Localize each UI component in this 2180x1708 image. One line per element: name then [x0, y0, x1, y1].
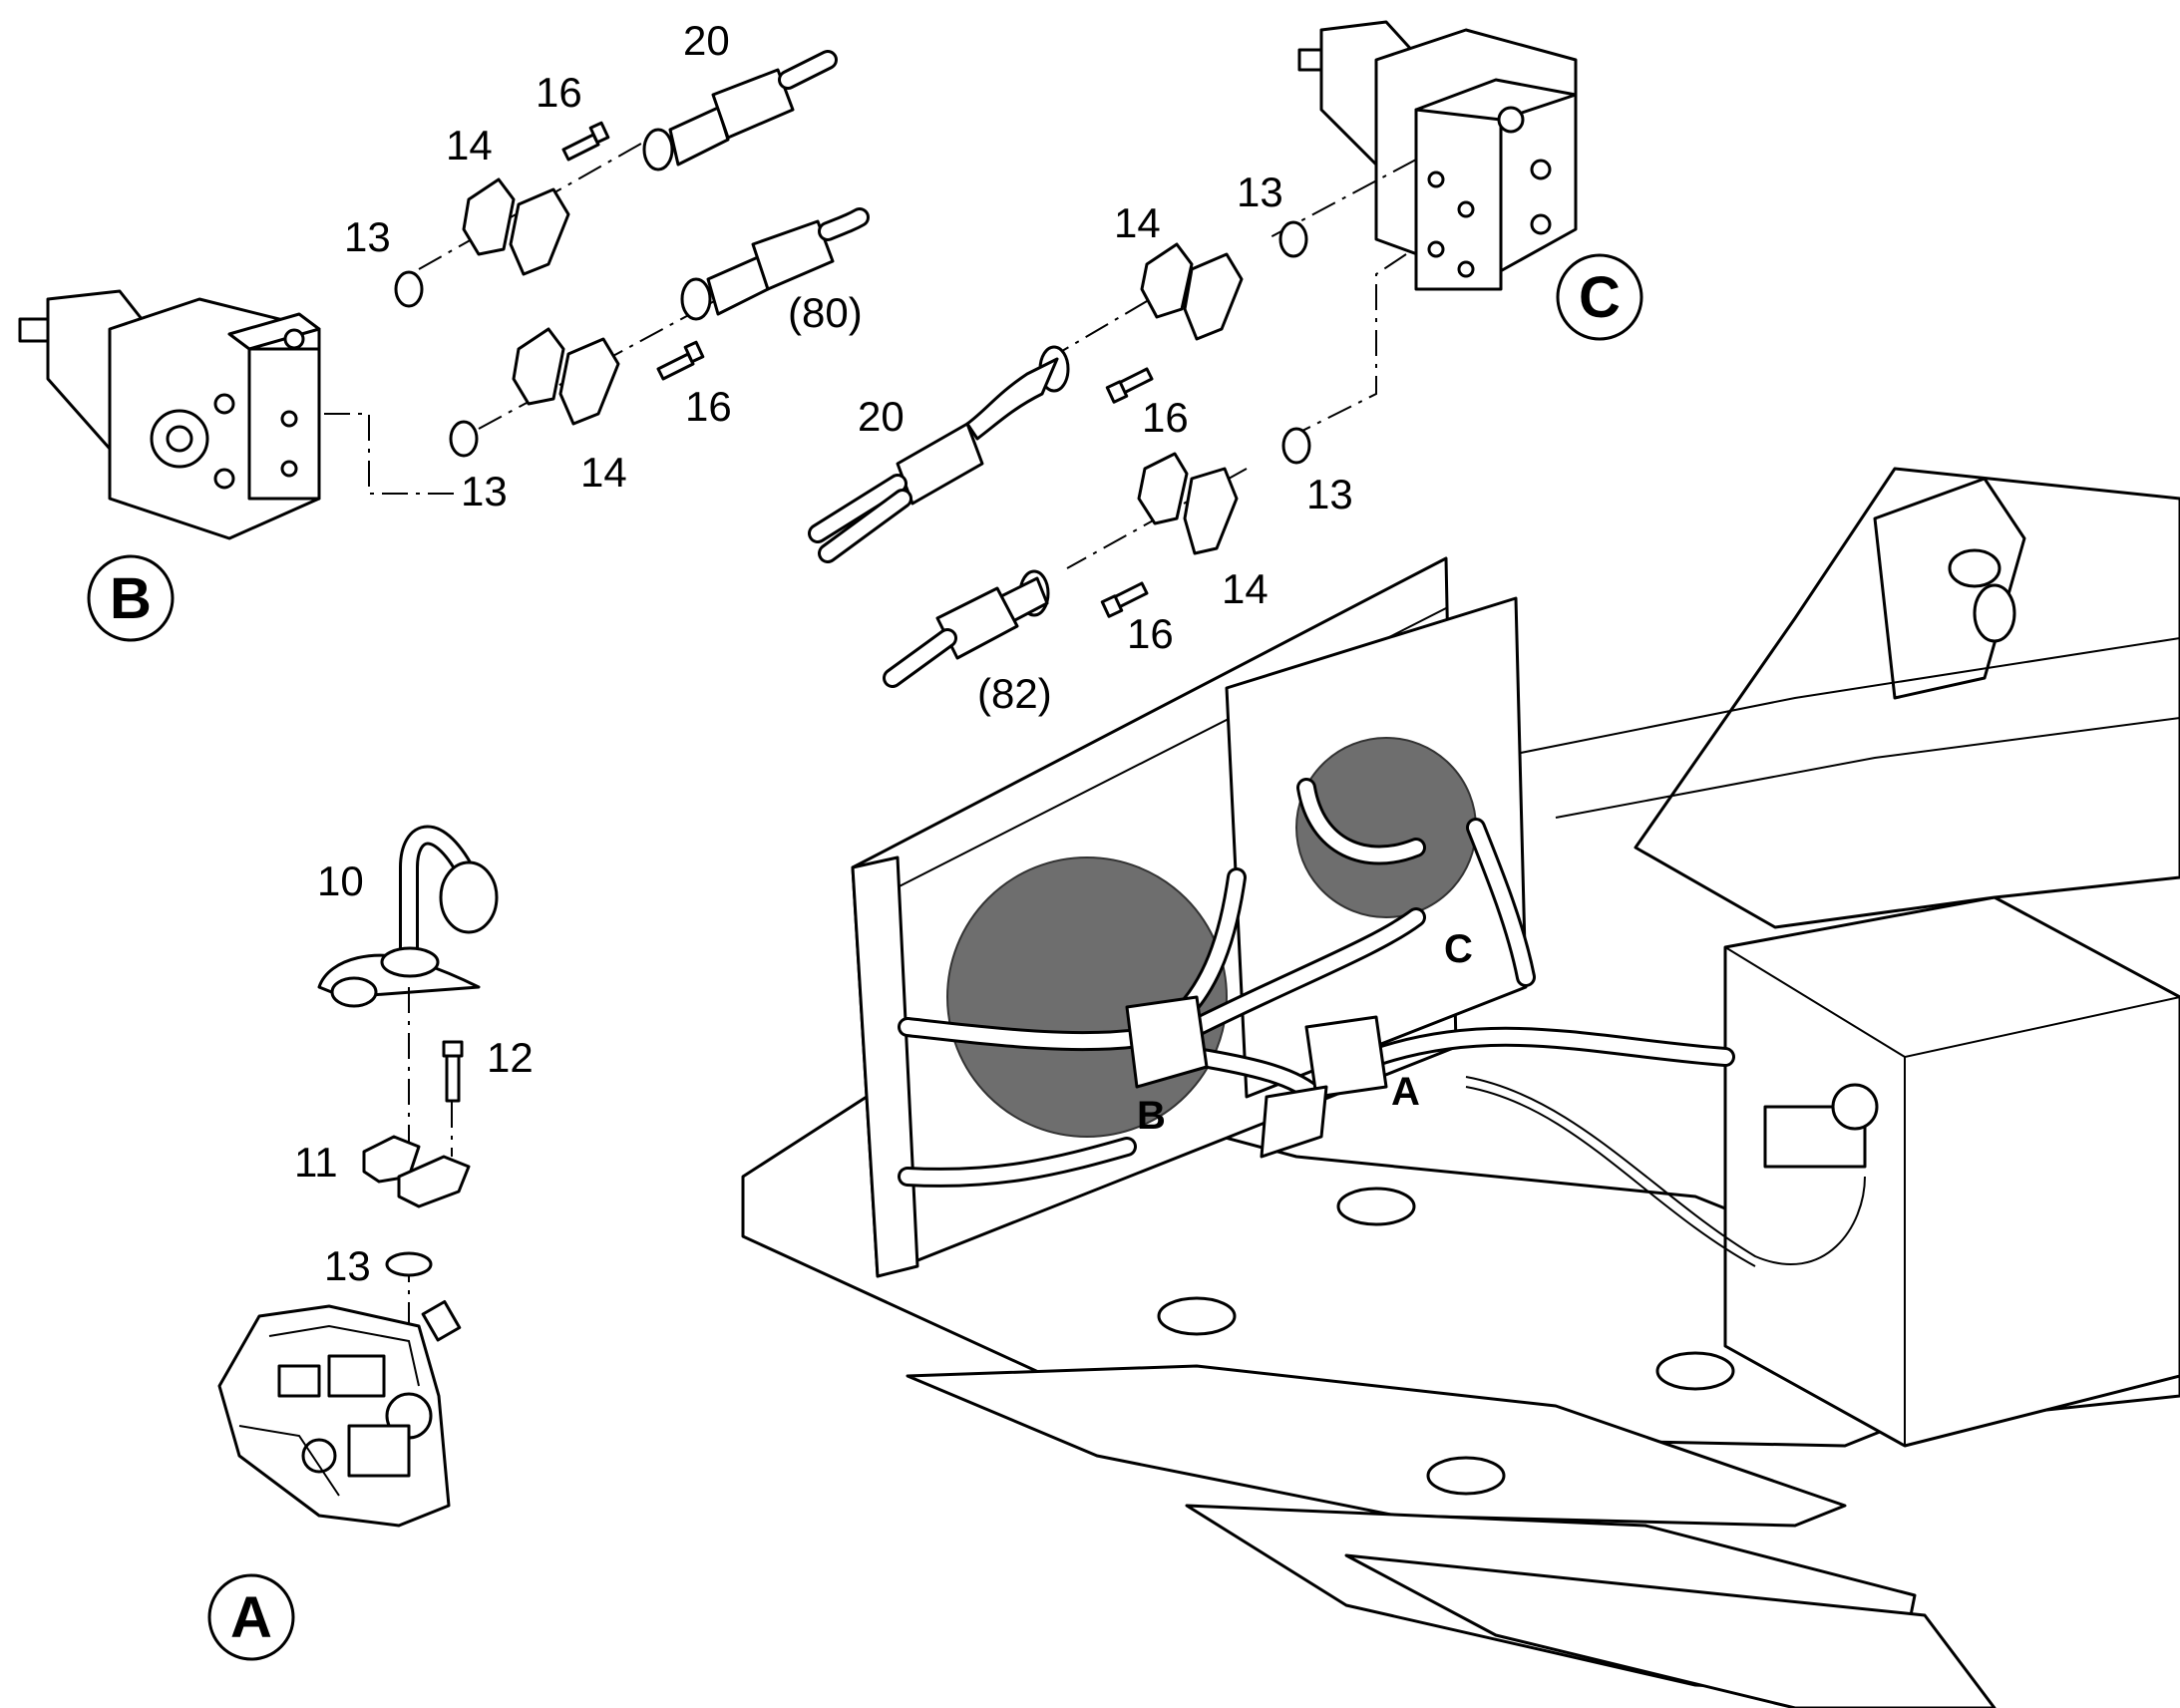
callout-13-c-bottom: 13: [1306, 471, 1353, 517]
bolt-16-icon: [561, 133, 600, 162]
flange-half-14-icon: [462, 177, 516, 256]
callout-80: (80): [788, 289, 863, 336]
location-label-a: A: [1391, 1070, 1420, 1114]
location-label-b: B: [1137, 1094, 1166, 1138]
callout-16-c-bottom: 16: [1127, 610, 1174, 657]
callout-12: 12: [487, 1034, 534, 1081]
callout-20-top: 20: [683, 17, 730, 64]
bolt-12-icon: [442, 1040, 464, 1103]
detail-label-c: C: [1579, 265, 1621, 330]
callout-14-bottom: 14: [580, 449, 627, 496]
detail-c-circle: [1556, 253, 1643, 341]
detail-a-circle: [207, 1573, 295, 1661]
seal-13-icon: [385, 1251, 433, 1277]
bolt-16-icon: [656, 352, 695, 381]
flange-half-14-icon: [1140, 242, 1194, 319]
callout-16-c-top: 16: [1142, 394, 1189, 441]
callout-14-c-top: 14: [1114, 199, 1161, 246]
machine-frame-overview: B C A: [741, 467, 2180, 1708]
callout-13-c-top: 13: [1237, 169, 1283, 215]
flange-half-14-icon: [1137, 452, 1189, 525]
motor-b: [18, 289, 321, 540]
hose-20-c: [808, 345, 1070, 563]
callout-13-a: 13: [324, 1242, 371, 1289]
flange-half-14-icon: [1183, 467, 1239, 555]
callout-14-c-bottom: 14: [1222, 565, 1269, 612]
valve-block-a: [217, 1300, 462, 1528]
flange-half-14-icon: [509, 187, 570, 276]
callout-11: 11: [294, 1139, 338, 1186]
callout-14-top: 14: [446, 122, 493, 169]
detail-b-group: 20 16 14 13 (80) 16 13 14 B: [18, 17, 870, 642]
callout-20-c: 20: [858, 393, 905, 440]
detail-a-group: 10 12 11 13 A: [207, 825, 534, 1661]
callout-13-bottom: 13: [461, 468, 508, 514]
elbow-pipe-10: [317, 825, 499, 1008]
seal-13-icon: [1278, 220, 1308, 258]
detail-label-a: A: [230, 1585, 272, 1650]
callout-13-top: 13: [344, 213, 391, 260]
flange-half-14-icon: [558, 337, 620, 426]
hose-80: [680, 207, 870, 321]
callout-16-mid: 16: [685, 383, 732, 430]
callout-82: (82): [977, 670, 1052, 717]
flange-half-14-icon: [1183, 252, 1244, 341]
hose-20-top: [642, 50, 838, 171]
hose-82: [883, 569, 1050, 688]
location-label-c: C: [1444, 927, 1473, 971]
seal-13-icon: [449, 420, 479, 458]
motor-c: [1297, 20, 1578, 291]
detail-c-group: 13 14 20 16 13 14 16 (82) C: [808, 20, 1643, 717]
detail-label-b: B: [110, 566, 152, 631]
callout-10: 10: [317, 857, 364, 904]
seal-13-icon: [1281, 427, 1311, 465]
flange-half-14-icon: [512, 327, 565, 406]
seal-13-icon: [394, 270, 424, 308]
callout-16-top: 16: [536, 69, 582, 116]
flange-11-icon: [397, 1155, 471, 1208]
detail-b-circle: [87, 554, 175, 642]
